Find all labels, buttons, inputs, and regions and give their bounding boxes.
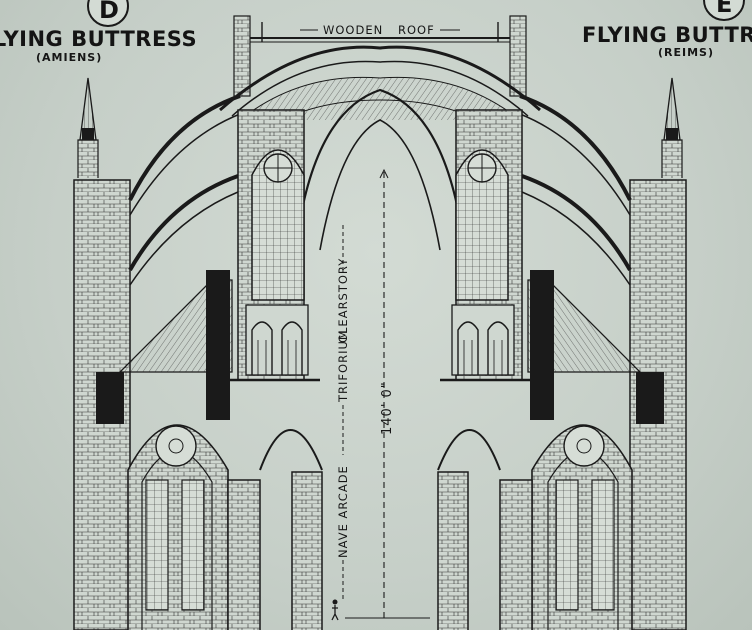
left-subheading: (AMIENS) [36, 51, 102, 64]
scale-figure [331, 599, 339, 621]
right-letter-badge: E [703, 0, 745, 21]
right-subheading: (REIMS) [658, 46, 714, 59]
roof-label-right: ROOF [398, 23, 435, 37]
left-letter-badge: D [87, 0, 129, 27]
reims-section [437, 77, 687, 630]
triforium-label: TRIFORIUM [336, 329, 350, 403]
nave-vault [219, 45, 541, 251]
roof-label-left: WOODEN [323, 23, 383, 37]
wooden-roof [233, 15, 527, 97]
amiens-section [73, 77, 323, 630]
clearstory-label: CLEARSTORY [336, 258, 350, 343]
left-letter: D [99, 0, 119, 24]
height-dimension [345, 168, 430, 619]
right-letter: E [716, 0, 732, 18]
right-heading: FLYING BUTTRESS [582, 23, 752, 47]
height-label: 140' 0" [380, 381, 395, 435]
nave-arcade-label: NAVE ARCADE [336, 465, 350, 558]
left-heading: FLYING BUTTRESS [0, 27, 197, 51]
